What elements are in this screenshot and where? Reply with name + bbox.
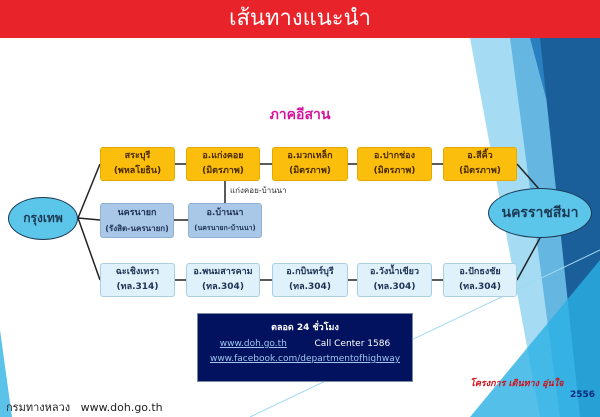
footer: กรมทางหลวง www.doh.go.th <box>6 398 163 416</box>
page-title: เส้นทางแนะนำ <box>0 0 600 38</box>
route3-node: อ.พนมสารคาม(ทล.304) <box>186 263 260 297</box>
footer-org: กรมทางหลวง <box>6 401 71 414</box>
route1-node: อ.มวกเหล็ก(มิตรภาพ) <box>272 147 348 181</box>
call-center: Call Center 1586 <box>314 339 391 349</box>
contact-info-box: ตลอด 24 ชั่วโมง www.doh.go.th Call Cente… <box>197 313 413 382</box>
route2-node: อ.บ้านนา(นครนายก-บ้านนา) <box>188 203 262 238</box>
region-heading: ภาคอีสาน <box>269 107 331 123</box>
route1-node: สระบุรี(พหลโยธิน) <box>100 147 175 181</box>
facebook-link[interactable]: www.facebook.com/departmentofhighway <box>209 354 401 364</box>
route3-node: ฉะเชิงเทรา(ทล.314) <box>100 263 175 297</box>
origin-node: กรุงเทพ <box>8 197 78 240</box>
route3-node: อ.วังน้ำเขียว(ทล.304) <box>357 263 432 297</box>
destination-node: นครราชสีมา <box>488 188 592 238</box>
connector-label: แก่งคอย-บ้านนา <box>230 186 287 195</box>
website-link[interactable]: www.doh.go.th <box>219 339 287 349</box>
footer-url: www.doh.go.th <box>80 401 163 414</box>
campaign-logo: โครงการ เดินทาง อุ่นใจ 2556 <box>470 379 595 400</box>
service-hours: ตลอด 24 ชั่วโมง <box>271 323 339 333</box>
route3-node: อ.ปักธงชัย(ทล.304) <box>443 263 517 297</box>
route3-node: อ.กบินทร์บุรี(ทล.304) <box>272 263 348 297</box>
route1-node: อ.แก่งคอย(มิตรภาพ) <box>186 147 260 181</box>
route2-node: นครนายก(รังสิต-นครนายก) <box>100 203 174 238</box>
route1-node: อ.ปากช่อง(มิตรภาพ) <box>357 147 432 181</box>
route1-node: อ.สีคิ้ว(มิตรภาพ) <box>443 147 517 181</box>
